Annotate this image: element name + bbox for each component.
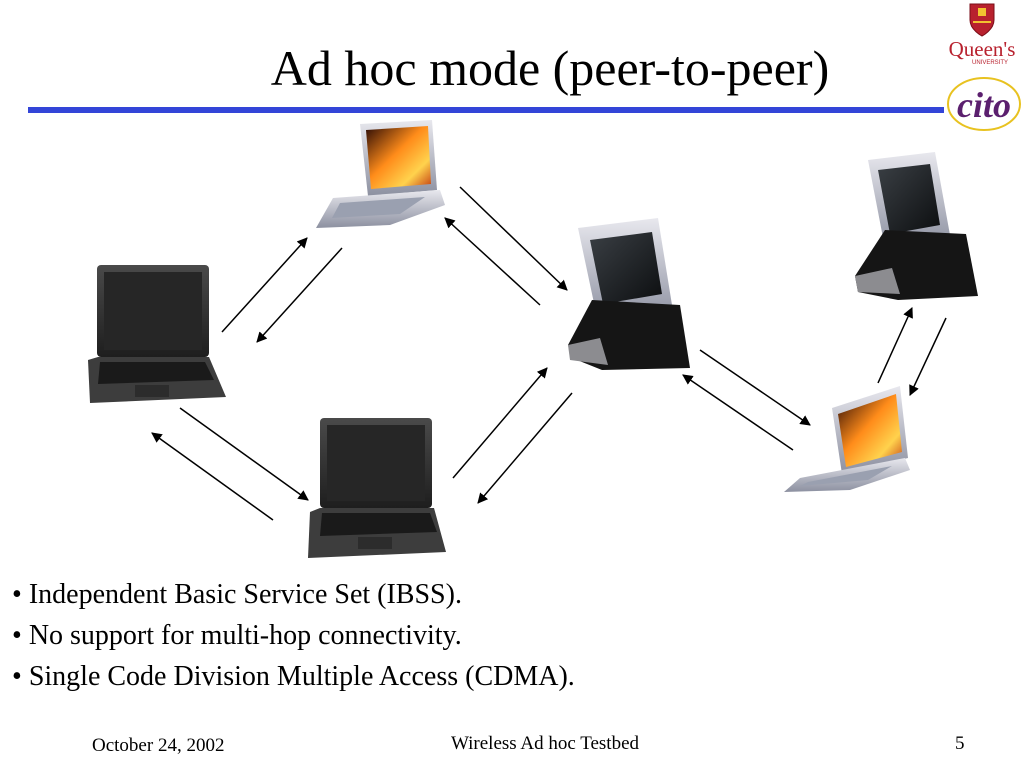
mini-laptop-top (316, 120, 445, 228)
arrow-8 (477, 392, 573, 504)
laptop-bottom (308, 418, 446, 558)
arrow-3 (459, 186, 568, 291)
footer-date: October 24, 2002 (92, 735, 225, 756)
arrow-12 (909, 317, 947, 396)
mini-laptop-right (784, 386, 910, 492)
cito-logo-icon: cito (947, 77, 1021, 131)
connection-arrows (151, 186, 947, 521)
crest-icon (969, 3, 995, 37)
page-number: 5 (955, 733, 965, 754)
university-subtext: UNIVERSITY (972, 60, 1008, 66)
slide-title: Ad hoc mode (peer-to-peer) (270, 40, 830, 96)
arrow-6 (151, 432, 274, 521)
arrow-1 (221, 237, 308, 333)
footer-title: Wireless Ad hoc Testbed (450, 733, 640, 754)
arrow-4 (444, 217, 541, 306)
pda-right (855, 152, 978, 300)
bullet-item: Independent Basic Service Set (IBSS). (12, 574, 992, 615)
arrow-7 (452, 367, 548, 479)
pda-center (568, 218, 690, 370)
arrow-11 (877, 307, 913, 384)
svg-text:cito: cito (957, 85, 1011, 125)
queens-wordmark: Queen's (949, 37, 1016, 61)
bullet-list: Independent Basic Service Set (IBSS). No… (12, 574, 992, 697)
bullet-item: No support for multi-hop connectivity. (12, 615, 992, 656)
arrow-9 (699, 349, 811, 426)
laptop-left (88, 265, 226, 403)
title-underline (28, 107, 944, 113)
arrow-10 (682, 374, 794, 451)
arrow-2 (256, 247, 343, 343)
arrow-5 (179, 407, 309, 501)
university-logo: Queen's UNIVERSITY cito (947, 3, 1021, 131)
bullet-item: Single Code Division Multiple Access (CD… (12, 656, 992, 697)
